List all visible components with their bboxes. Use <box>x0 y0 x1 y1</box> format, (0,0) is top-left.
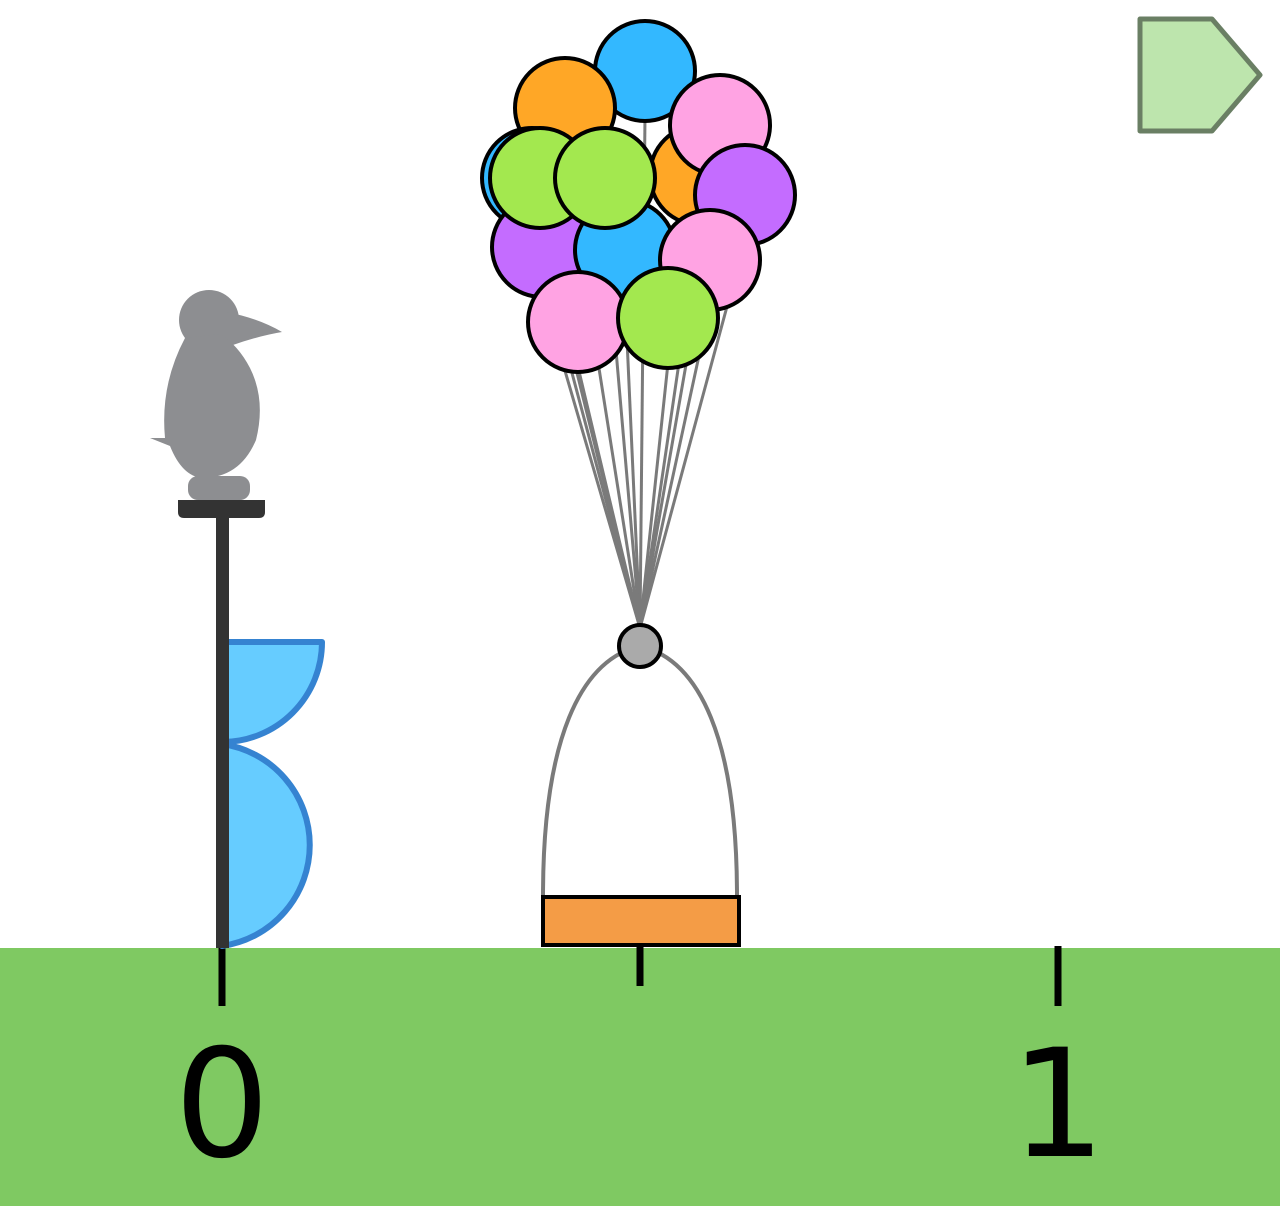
balloon-string-12 <box>638 362 670 629</box>
next-arrow-icon <box>1137 16 1263 134</box>
balloon-11 <box>526 270 630 374</box>
tick-label-2: 1 <box>1010 1018 1105 1192</box>
balloon-string-11 <box>576 366 642 629</box>
sandbag-top-lobe <box>219 639 325 745</box>
tick-label-0: 0 <box>174 1018 269 1192</box>
balloon-12 <box>616 266 720 370</box>
basket-rope <box>541 643 739 897</box>
basket[interactable] <box>541 895 741 947</box>
sandbag[interactable] <box>219 639 325 949</box>
ground <box>0 948 1280 1206</box>
next-button[interactable] <box>1137 16 1263 134</box>
post-platform <box>178 500 265 518</box>
sandbag-bottom-lobe <box>219 741 313 949</box>
balloon-cluster[interactable] <box>480 19 797 374</box>
balloon-knot <box>617 623 663 669</box>
balloon-9 <box>553 126 657 230</box>
post-pole <box>216 508 229 948</box>
bird-icon <box>150 290 282 500</box>
bird-post <box>178 500 265 948</box>
